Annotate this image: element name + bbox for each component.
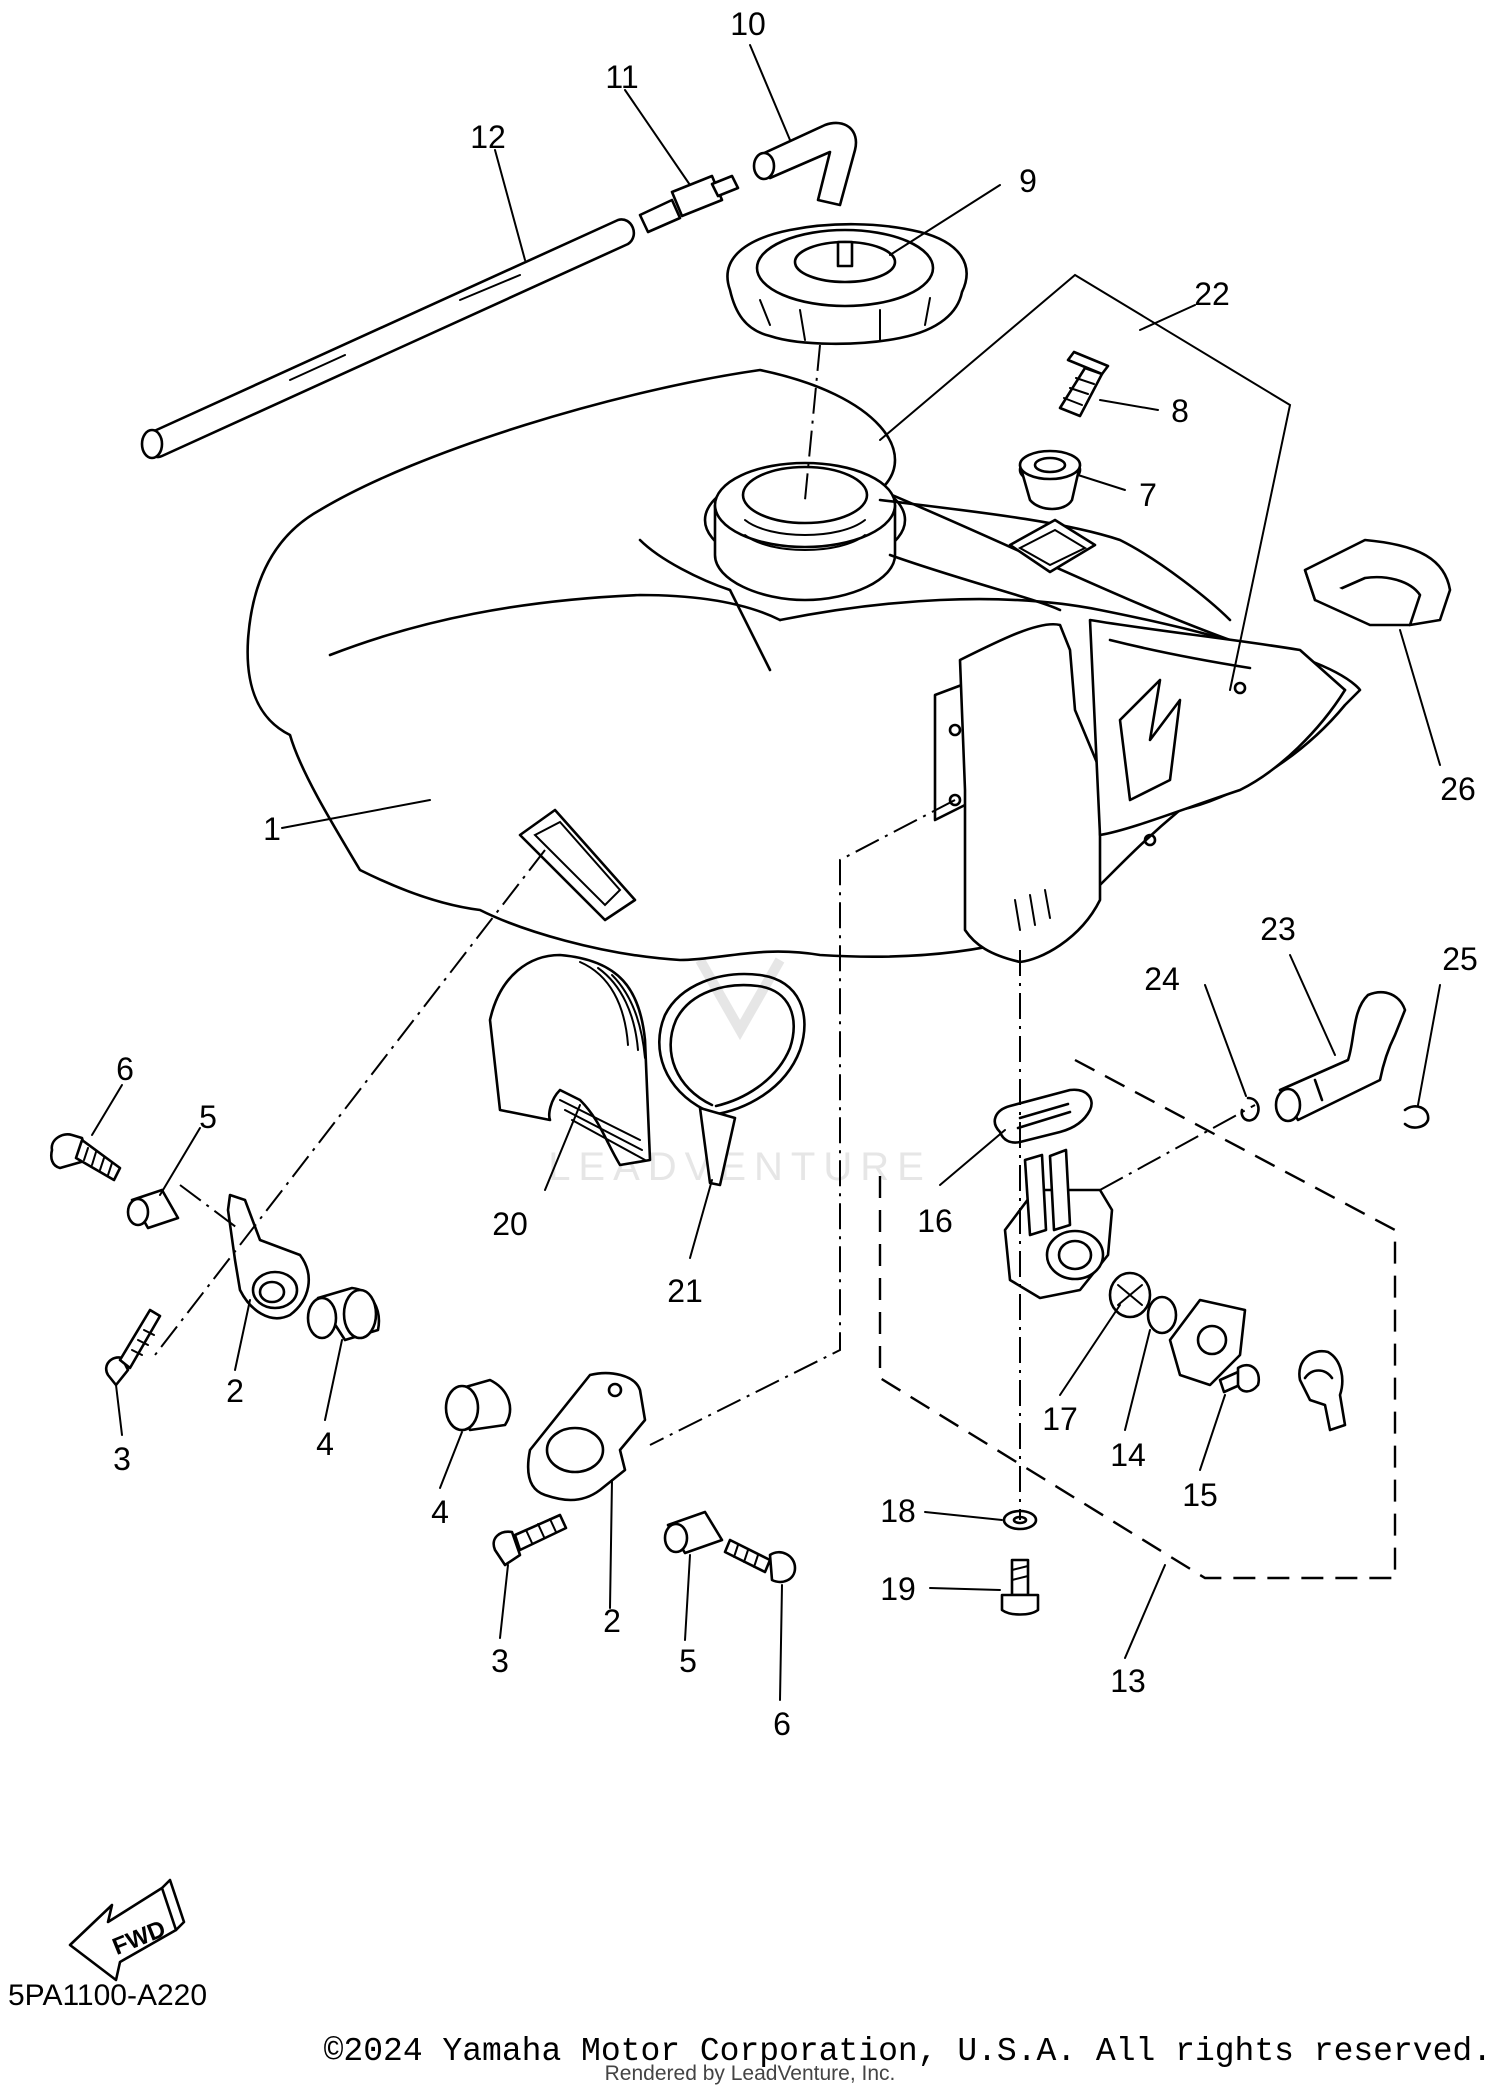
callout-11: 11 xyxy=(605,59,638,95)
callout-26: 26 xyxy=(1440,771,1476,807)
part-26-cover xyxy=(1303,538,1452,627)
guide-lines xyxy=(154,344,1256,1520)
callout-15: 15 xyxy=(1182,1477,1218,1513)
callout-2-lower: 2 xyxy=(603,1603,621,1639)
part-10-hose xyxy=(752,121,858,207)
copyright-notice: ©2024 Yamaha Motor Corporation, U.S.A. A… xyxy=(324,2033,1492,2070)
callout-23: 23 xyxy=(1260,911,1296,947)
part-12-hose xyxy=(140,218,636,460)
callout-3-upper: 3 xyxy=(113,1441,131,1477)
part-9-fuel-cap xyxy=(726,222,968,346)
leader-lines xyxy=(91,44,1441,1701)
callout-24: 24 xyxy=(1144,961,1180,997)
part-7-damper xyxy=(1018,449,1082,511)
callout-20: 20 xyxy=(492,1206,528,1242)
callout-16: 16 xyxy=(917,1203,953,1239)
part-20-damper xyxy=(488,953,652,1167)
diagram-code: 5PA1100-A220 xyxy=(8,1979,207,2012)
callout-10: 10 xyxy=(730,6,766,42)
callout-5-lower: 5 xyxy=(679,1643,697,1679)
callout-3-lower: 3 xyxy=(491,1643,509,1679)
callout-4-lower: 4 xyxy=(431,1494,449,1530)
fuel-tank xyxy=(246,368,1362,964)
callout-25: 25 xyxy=(1442,941,1478,977)
part-21-band xyxy=(657,972,806,1187)
callout-2-upper: 2 xyxy=(226,1373,244,1409)
callout-4-upper: 4 xyxy=(316,1426,334,1462)
callout-1: 1 xyxy=(263,811,281,847)
fwd-arrow-icon: FWD xyxy=(68,1878,186,1982)
lower-bracket-group xyxy=(444,1371,797,1584)
watermark-text: LEADVENTURE xyxy=(548,1145,932,1189)
callout-18: 18 xyxy=(880,1493,916,1529)
callout-8: 8 xyxy=(1171,393,1189,429)
callout-13: 13 xyxy=(1110,1663,1146,1699)
left-bracket-group xyxy=(49,1133,381,1387)
rendered-by-notice: Rendered by LeadVenture, Inc. xyxy=(605,2062,896,2085)
callout-22: 22 xyxy=(1194,276,1230,312)
callout-7: 7 xyxy=(1139,477,1157,513)
callout-6-upper: 6 xyxy=(116,1051,134,1087)
callout-17: 17 xyxy=(1042,1401,1078,1437)
callout-12: 12 xyxy=(470,119,506,155)
callout-6-lower: 6 xyxy=(773,1706,791,1742)
part-8-screw xyxy=(1058,350,1110,418)
callout-labels: 1 10 11 12 9 22 8 7 26 23 24 25 6 5 20 2… xyxy=(113,6,1478,1742)
fuel-cock-group xyxy=(878,990,1430,1616)
callout-5-upper: 5 xyxy=(199,1099,217,1135)
part-11-fitting xyxy=(638,174,740,234)
callout-19: 19 xyxy=(880,1571,916,1607)
callout-14: 14 xyxy=(1110,1437,1146,1473)
callout-9: 9 xyxy=(1019,163,1037,199)
callout-21: 21 xyxy=(667,1273,703,1309)
